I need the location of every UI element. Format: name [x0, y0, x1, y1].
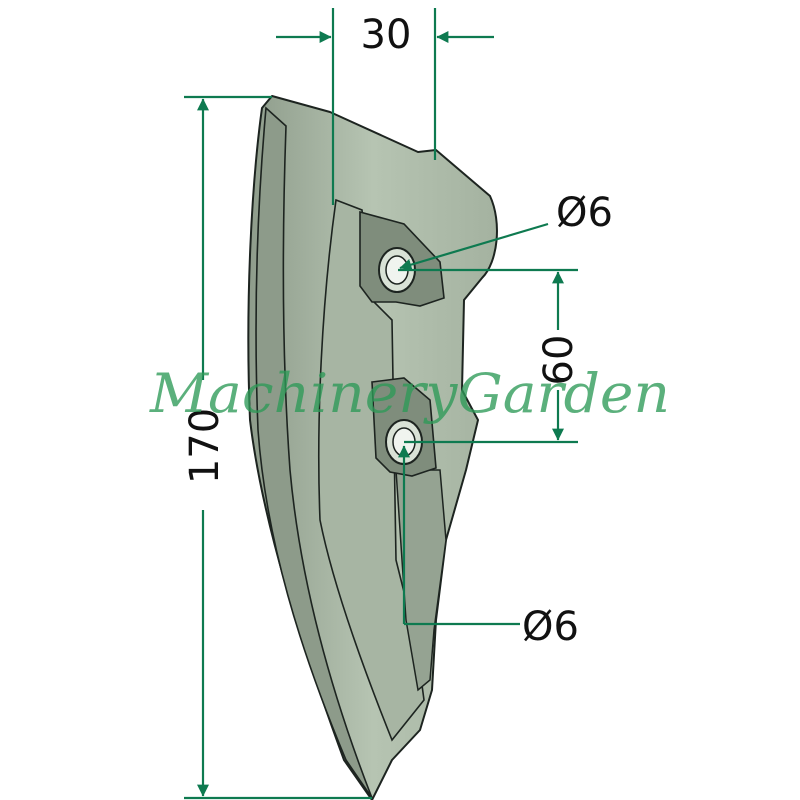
- top-hole-leader: [399, 222, 549, 271]
- top-hole-label: Ø6: [556, 190, 613, 236]
- watermark-logo: MachineryGarden: [149, 362, 670, 425]
- inner-channel: [317, 198, 425, 742]
- bottom-hole-label: Ø6: [522, 604, 579, 650]
- share-part: [247, 95, 498, 800]
- width-label: 30: [361, 12, 412, 58]
- height-label: 170: [182, 408, 228, 484]
- blade-face: [395, 469, 447, 692]
- dimension-lines: [184, 8, 578, 800]
- spacing-label: 60: [536, 335, 582, 386]
